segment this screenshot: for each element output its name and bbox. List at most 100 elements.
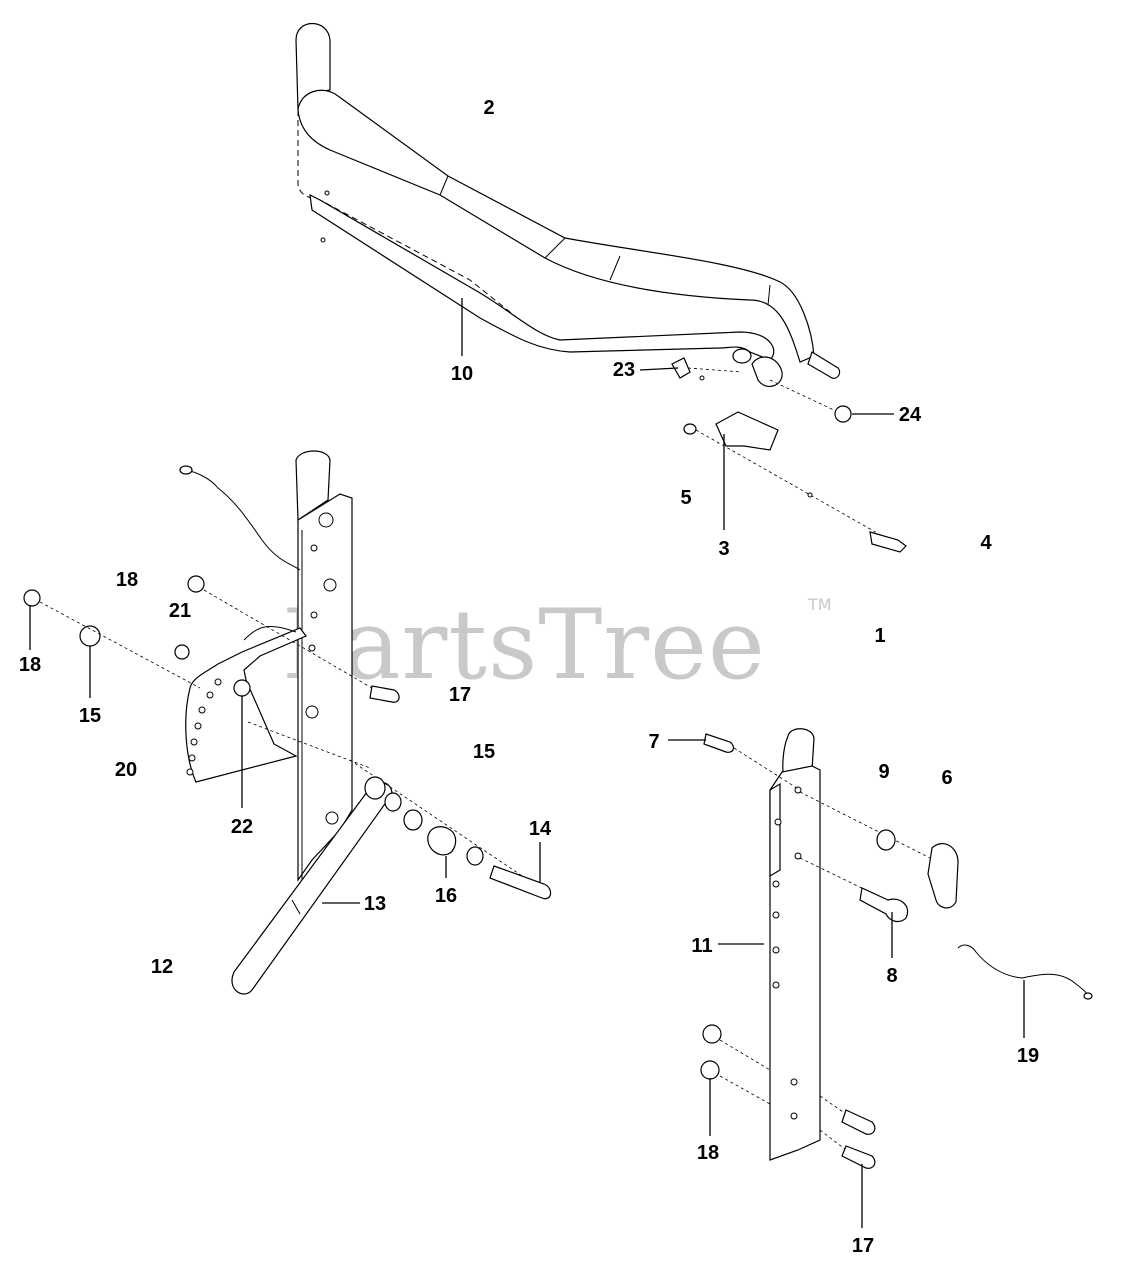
callout-7: 7 (648, 731, 659, 753)
leader-lines (29, 298, 1025, 1228)
upright-hole (323, 578, 337, 592)
callout-16: 16 (435, 885, 457, 907)
upright-hole (310, 611, 318, 619)
callout-23: 23 (613, 359, 635, 381)
cable-left-end (179, 465, 193, 475)
upright-hole (308, 644, 316, 652)
callout-18-left: 18 (19, 654, 41, 676)
bolt-17-right-a (841, 1109, 876, 1135)
callout-22: 22 (231, 816, 253, 838)
spring-16 (427, 826, 457, 856)
right-hole (772, 946, 780, 954)
bracket-assembly-3-5 (683, 411, 907, 553)
bolt-23-axis (687, 367, 743, 373)
handle-tube (297, 89, 815, 363)
washer-pivot-4 (466, 846, 484, 866)
right-hole (774, 818, 782, 826)
knob-6 (927, 843, 959, 909)
handle-hole (320, 237, 326, 243)
callout-17-right: 17 (852, 1235, 874, 1257)
sector-hole (188, 754, 196, 762)
right-hole (790, 1112, 798, 1120)
callout-15-pivot: 15 (473, 741, 495, 763)
callout-6: 6 (941, 767, 952, 789)
bolt-7 (703, 733, 735, 753)
right-hole (772, 911, 780, 919)
nut-5 (683, 423, 697, 435)
pin-8-axis (799, 857, 871, 893)
callout-12: 12 (151, 956, 173, 978)
cable-19-end (1083, 992, 1093, 1000)
lever-grip-line (291, 899, 301, 915)
upright-hole (310, 544, 318, 552)
pin-8 (859, 887, 909, 923)
axis-18a (719, 1039, 771, 1071)
nut-18-left (23, 589, 41, 607)
sector-hole (198, 706, 206, 714)
bolt-4 (869, 531, 907, 553)
callout-15-left: 15 (79, 705, 101, 727)
right-hole (794, 852, 802, 860)
handle-bracket (751, 356, 783, 388)
bolt-4-axis (695, 429, 901, 547)
sector-hole (194, 722, 202, 730)
callout-1: 1 (874, 625, 885, 647)
callout-18-right: 18 (697, 1142, 719, 1164)
callout-8: 8 (886, 965, 897, 987)
nut-24 (834, 405, 852, 423)
right-hole (772, 981, 780, 989)
sector-hole (206, 691, 214, 699)
upright-tube-stub (295, 450, 331, 522)
callout-labels: 2 10 23 24 5 3 4 1 18 21 18 15 17 15 20 … (19, 97, 1039, 1257)
handle-hole-2 (324, 190, 330, 196)
sector-hole (214, 678, 222, 686)
washer-4 (807, 492, 813, 498)
callout-24: 24 (899, 404, 922, 426)
sector-plate-20 (185, 625, 307, 783)
axis-17b (819, 1129, 847, 1151)
callout-9: 9 (878, 761, 889, 783)
callout-3: 3 (718, 538, 729, 560)
nut-21 (187, 575, 205, 593)
right-hole (794, 786, 802, 794)
upright-plate-12 (297, 493, 353, 882)
handle-end-pin (807, 351, 841, 379)
right-upright-assembly (769, 728, 821, 1161)
washer-15-pivot (364, 776, 386, 800)
leader-23 (639, 367, 679, 371)
handle-bracket-hole (732, 348, 752, 364)
pivot-hardware (349, 759, 552, 900)
bolt-23-head (671, 357, 691, 379)
watermark-trademark: TM (807, 595, 832, 614)
sector-plate-body (185, 627, 307, 783)
washer-pivot-2 (384, 792, 402, 812)
hardware-axis-22 (247, 721, 371, 769)
callout-14: 14 (529, 818, 552, 840)
hardware-axis-left (39, 601, 201, 689)
washer-9 (876, 829, 896, 851)
callout-17-left: 17 (449, 684, 471, 706)
watermark-logo: PartsTree (282, 589, 766, 701)
cable-left (185, 469, 301, 571)
handle-sleeve-lines (439, 175, 771, 306)
bracket-3 (715, 411, 779, 451)
callout-2: 2 (483, 97, 494, 119)
axis-6-9 (799, 791, 931, 859)
left-upright-assembly (231, 450, 393, 995)
callout-19: 19 (1017, 1045, 1039, 1067)
cable-19 (957, 944, 1091, 999)
sector-hole (186, 768, 194, 776)
right-hole (772, 880, 780, 888)
callout-20: 20 (115, 759, 137, 781)
sector-hole (190, 738, 198, 746)
upright-hole (325, 811, 339, 825)
axis-18b (719, 1075, 771, 1105)
nut-18-right-b (700, 1060, 720, 1080)
axis-17a (819, 1095, 847, 1115)
sector-rod (243, 625, 297, 641)
callout-18-top: 18 (116, 569, 138, 591)
bolt-23 (671, 357, 743, 381)
hardware-axis-21 (203, 589, 373, 689)
callout-21: 21 (169, 600, 191, 622)
